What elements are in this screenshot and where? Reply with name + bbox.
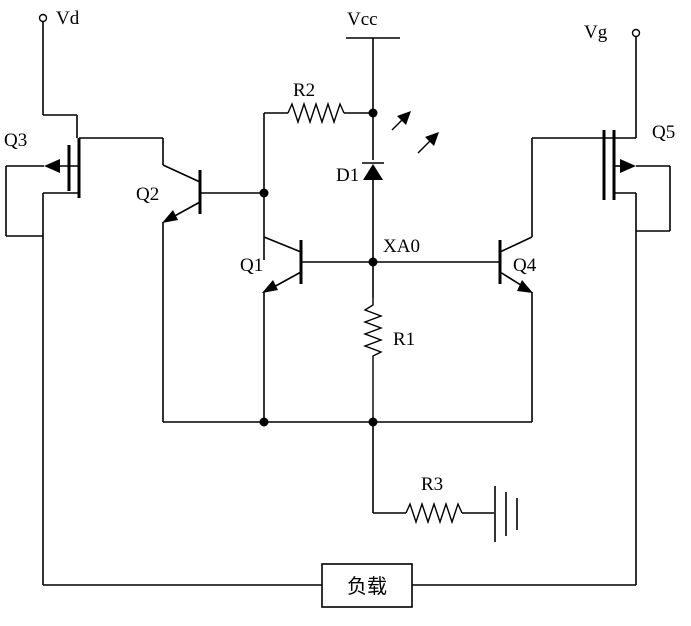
vcc-label: Vcc xyxy=(347,9,378,30)
junction-dot xyxy=(260,189,269,198)
q1-label: Q1 xyxy=(240,255,263,276)
junction-dot xyxy=(369,258,378,267)
light-arrows-icon xyxy=(392,111,439,153)
junction-dot xyxy=(260,418,269,427)
q5-mos-transistor xyxy=(604,130,670,585)
load-label: 负载 xyxy=(347,574,387,598)
junction-dot xyxy=(369,109,378,118)
junction-dot xyxy=(369,418,378,427)
q2-npn-transistor xyxy=(162,138,264,422)
vd-label: Vd xyxy=(56,8,80,29)
q4-label: Q4 xyxy=(513,255,537,276)
vcc-rail xyxy=(346,38,400,160)
vg-label: Vg xyxy=(584,22,608,43)
d1-label: D1 xyxy=(336,165,359,186)
ground-icon xyxy=(495,486,517,542)
r3-label: R3 xyxy=(421,474,443,495)
vg-terminal xyxy=(604,30,640,139)
q5-label: Q5 xyxy=(652,122,675,143)
q4-npn-transistor xyxy=(500,138,604,422)
r3-resistor xyxy=(373,422,494,522)
d1-diode xyxy=(362,163,384,298)
xa0-label: XA0 xyxy=(383,236,420,257)
q2-label: Q2 xyxy=(136,184,159,205)
r1-label: R1 xyxy=(393,329,415,350)
q1-npn-transistor xyxy=(262,237,500,422)
r1-resistor xyxy=(365,298,381,422)
vd-terminal xyxy=(40,15,78,139)
r2-label: R2 xyxy=(293,80,315,101)
q3-label: Q3 xyxy=(4,130,27,151)
